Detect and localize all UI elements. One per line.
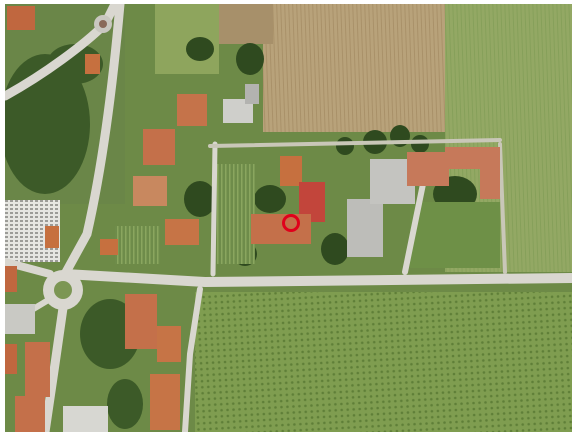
building [407, 152, 449, 186]
ploughed-field [263, 4, 445, 132]
road-south [40, 289, 70, 432]
building [480, 159, 500, 199]
road-west [5, 258, 54, 278]
building [7, 6, 35, 30]
building [85, 54, 100, 74]
building [177, 94, 207, 126]
driveway-village [210, 141, 218, 277]
field-track-east [498, 142, 507, 274]
field-north [155, 4, 219, 74]
field-track-north [208, 138, 502, 148]
location-marker[interactable] [282, 214, 300, 232]
building [251, 214, 311, 244]
narrow-strip-field [219, 4, 273, 44]
building [150, 374, 180, 430]
roundabout [43, 270, 83, 310]
building [280, 156, 302, 186]
building [5, 266, 17, 292]
aerial-map[interactable] [5, 4, 572, 432]
building-grey [63, 406, 108, 432]
building [143, 129, 175, 165]
lane-south [182, 286, 203, 432]
lawn-east [410, 202, 500, 268]
building-grey [5, 304, 35, 334]
orchard-field [195, 292, 572, 432]
building [45, 226, 59, 248]
driveway-east [402, 181, 426, 275]
building [165, 219, 199, 245]
vegetable-garden [215, 164, 255, 264]
main-road-east-west [60, 269, 572, 288]
building [15, 396, 45, 432]
building [125, 294, 157, 349]
vegetable-garden-west [115, 226, 160, 264]
buildings [5, 6, 500, 432]
building [245, 84, 259, 104]
building-grey-hall [347, 199, 383, 257]
roundabout-north [94, 15, 112, 33]
building [157, 326, 181, 362]
building [133, 176, 167, 206]
building [100, 239, 118, 255]
road-north-south [60, 4, 125, 279]
building [5, 344, 17, 374]
building [25, 342, 50, 397]
